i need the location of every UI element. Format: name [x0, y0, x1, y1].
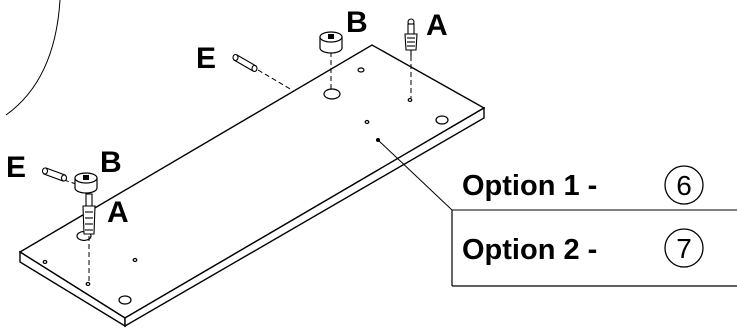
option-1-number: 6 [676, 170, 692, 201]
corner-hole-3 [357, 67, 365, 73]
curved-edge-line [5, 0, 61, 116]
option-2-label: Option 2 - [462, 234, 597, 266]
panel-holes [42, 67, 449, 305]
connector-bolt-left [82, 193, 96, 235]
corner-hole-2 [118, 295, 132, 305]
part-label-a-left: A [107, 196, 129, 229]
panel-side-face [124, 106, 485, 328]
option-1-label: Option 1 - [462, 170, 597, 202]
cam-lock-top [319, 31, 343, 54]
connector-bolt-top [404, 18, 418, 56]
part-label-b-left: B [100, 146, 122, 179]
part-label-a-top: A [426, 9, 448, 42]
dowel-left [41, 167, 68, 182]
option-2-number: 7 [676, 233, 692, 264]
part-label-b-top: B [346, 6, 368, 39]
panel-board [18, 44, 486, 328]
corner-hole-1 [435, 115, 449, 125]
part-label-e-top: E [196, 42, 216, 75]
option-1-number-circle [664, 165, 704, 205]
cam-hole-top [323, 88, 341, 100]
option-box [451, 210, 737, 287]
small-hole-4 [85, 281, 91, 287]
option-2-number-circle [664, 228, 704, 268]
small-hole-3 [132, 257, 138, 263]
small-hole-1 [407, 97, 413, 103]
dowel-top [232, 53, 258, 73]
part-label-e-left: E [6, 151, 26, 184]
small-hole-2 [364, 119, 370, 125]
small-hole-5 [42, 259, 48, 265]
dash-e-top [257, 69, 293, 91]
cam-lock-left [74, 172, 98, 194]
